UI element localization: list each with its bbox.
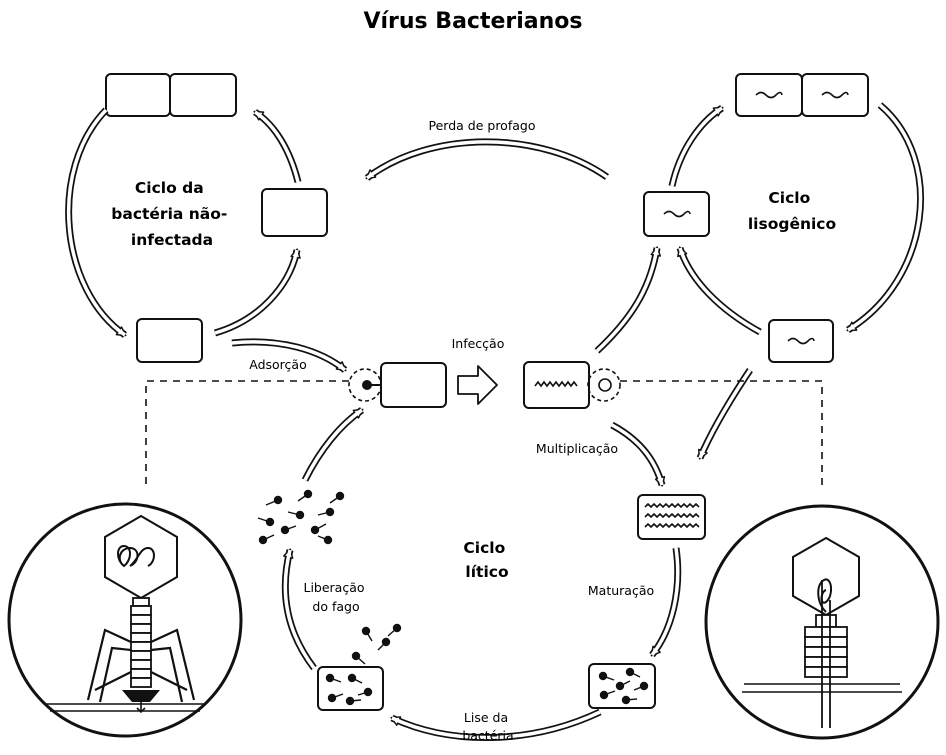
lytic-cycle-line-2: lítico [465,563,508,581]
uninfected-cycle-line-3: infectada [131,231,213,249]
adsorption-cell [348,362,447,408]
lysis-cell [317,623,402,711]
adsorption-label: Adsorção [249,357,306,372]
uninfected-cell [136,318,203,363]
diagram-title: Vírus Bacterianos [363,9,582,34]
uninfected-cycle-line-2: bactéria não- [111,205,227,223]
maturation-label: Maturação [588,583,654,598]
lysogenic-cell [768,319,834,363]
uninfected-cycle-label: Ciclo da bactéria não- infectada [111,179,232,249]
released-phages [257,489,345,545]
prophage-loss-label: Perda de profago [429,118,536,133]
lysogenic-cycle-label: Ciclo lisogênico [748,189,836,233]
uninfected-dividing-cell [105,73,237,117]
lysogenic-cell-prophage [643,191,710,237]
phage-adsorption-detail [7,502,243,738]
multiplication-cell [637,494,706,540]
lytic-cycle-line-1: Ciclo [463,539,505,557]
zoom-connectors [145,380,823,490]
phage-release-line-2: do fago [312,599,359,614]
phage-injection-detail [704,504,940,740]
infected-cell [523,361,621,409]
infection-label: Infecção [452,336,505,351]
lysogenic-cycle-line-1: Ciclo [768,189,810,207]
lysogenic-cycle-line-2: lisogênico [748,215,836,233]
lysogenic-dividing-cell [735,73,869,117]
lysis-label-line-1: Lise da [464,710,508,725]
phage-release-label: Liberação do fago [303,580,368,614]
cycle-arrows [65,102,924,742]
infection-arrow [457,365,498,405]
multiplication-label: Multiplicação [536,441,618,456]
uninfected-cycle-line-1: Ciclo da [135,179,204,197]
uninfected-cell-growing [261,188,328,237]
lytic-cycle-label: Ciclo lítico [463,539,510,581]
lysis-label-line-2: bactéria [462,728,513,743]
lysis-label: Lise da bactéria [462,710,513,743]
phage-release-line-1: Liberação [303,580,364,595]
maturation-cell [588,663,656,709]
